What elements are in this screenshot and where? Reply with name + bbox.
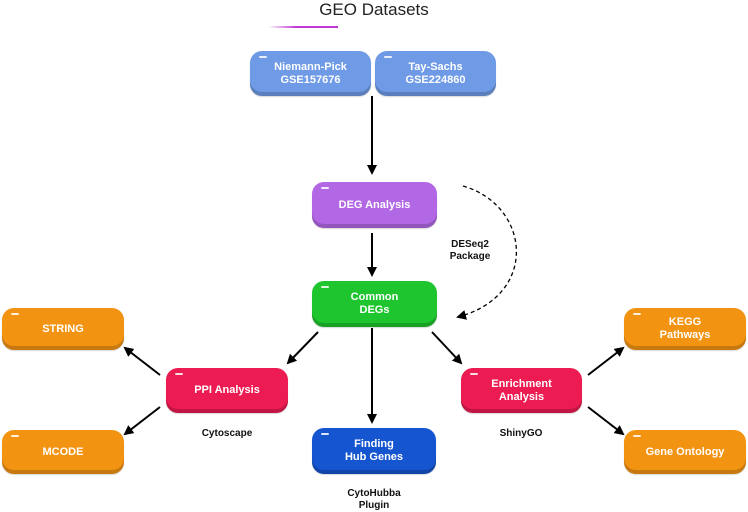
common-degs-label: Common DEGs: [350, 291, 399, 316]
mcode-box: MCODE: [2, 430, 124, 474]
dataset-niemann-pick: Niemann-Pick GSE157676: [250, 51, 371, 96]
arrow-deseq2-dashed: [456, 185, 518, 320]
deg-analysis-box: DEG Analysis: [312, 182, 437, 228]
enrichment-analysis-box: Enrichment Analysis: [461, 368, 582, 413]
enrichment-analysis-label: Enrichment Analysis: [491, 377, 552, 403]
shinygo-label: ShinyGO: [499, 428, 543, 439]
dataset-tay-sachs: Tay-Sachs GSE224860: [375, 51, 496, 96]
finding-hub-genes-label: Finding Hub Genes: [344, 438, 404, 463]
arrow-enrichment-to-kegg: [587, 346, 625, 376]
mcode-label: MCODE: [42, 445, 84, 458]
arrow-common-to-ppi: [286, 331, 319, 365]
deg-analysis-label: DEG Analysis: [338, 198, 411, 211]
gene-ontology-label: Gene Ontology: [645, 445, 725, 458]
cytoscape-label: Cytoscape: [201, 428, 253, 439]
diagram-title: GEO Datasets: [319, 0, 429, 19]
gene-ontology-box: Gene Ontology: [624, 430, 746, 474]
arrow-ppi-to-string: [123, 346, 161, 376]
deseq2-label: DESeq2 Package: [449, 239, 491, 262]
arrow-enrichment-to-go: [587, 406, 625, 436]
title-underline: [268, 26, 338, 28]
ppi-analysis-label: PPI Analysis: [194, 384, 260, 396]
dataset-niemann-pick-label: Niemann-Pick GSE157676: [274, 60, 347, 86]
common-degs-box: Common DEGs: [312, 281, 437, 327]
arrow-ppi-to-mcode: [123, 406, 161, 436]
dataset-tay-sachs-label: Tay-Sachs GSE224860: [405, 60, 466, 86]
ppi-analysis-box: PPI Analysis: [166, 368, 288, 413]
cytohubba-label: CytoHubba Plugin: [347, 488, 401, 511]
kegg-pathways-box: KEGG Pathways: [624, 308, 746, 350]
string-label: STRING: [42, 322, 84, 335]
finding-hub-genes-box: Finding Hub Genes: [312, 428, 436, 474]
arrow-common-to-enrichment: [431, 331, 463, 365]
kegg-pathways-label: KEGG Pathways: [659, 316, 711, 341]
string-box: STRING: [2, 308, 124, 350]
